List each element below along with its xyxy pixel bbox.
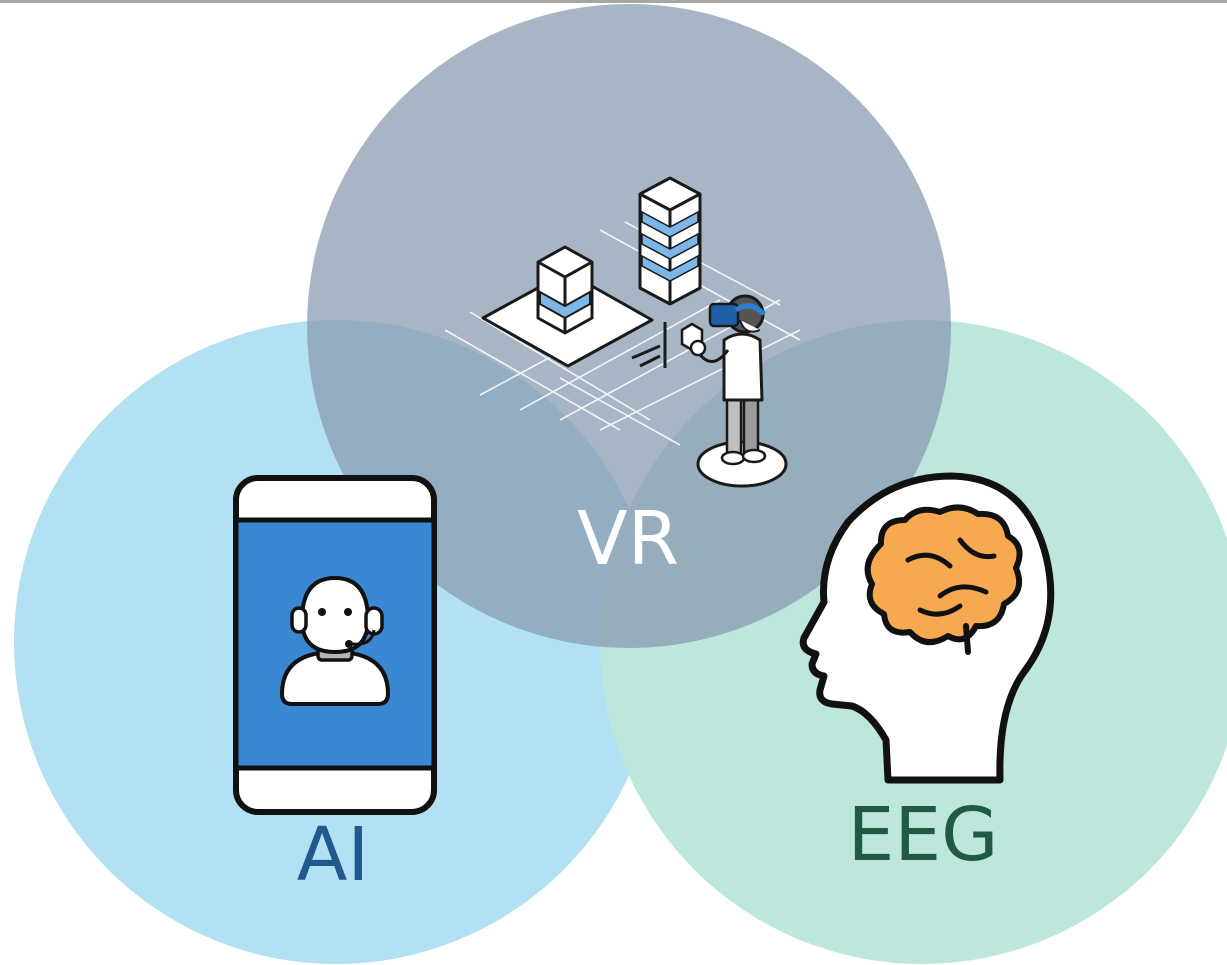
head-brain-icon [799,472,1055,784]
phone-chatbot-icon [233,475,437,815]
eeg-label: EEG [847,792,999,878]
vr-label: VR [576,496,680,582]
ai-label: AI [296,812,370,898]
vr-user-icon [444,176,801,488]
top-divider [0,0,1227,3]
